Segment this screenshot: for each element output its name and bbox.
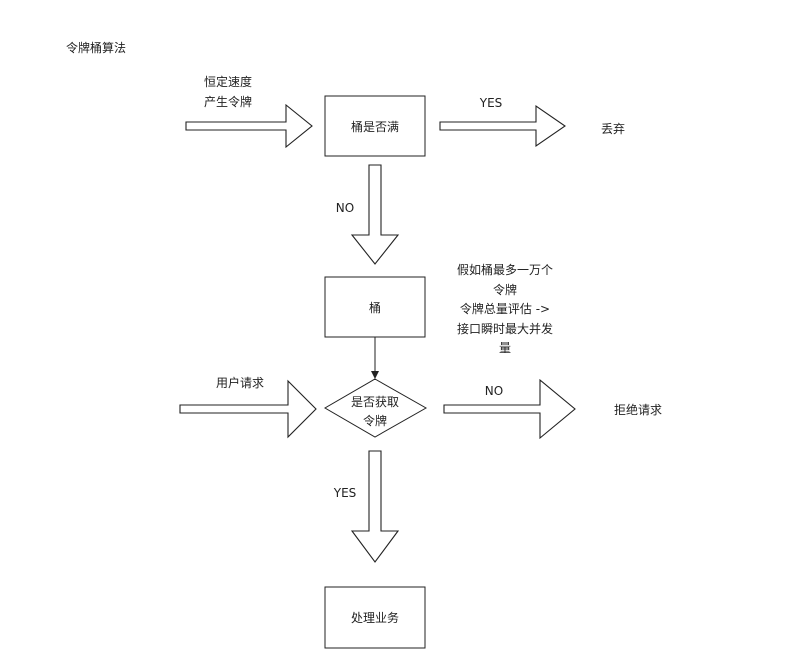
bucket-full-decision-label: 桶是否满 (351, 119, 399, 134)
user-request-label: 用户请求 (216, 375, 264, 390)
note-line-5: 量 (499, 341, 511, 355)
bucket-label: 桶 (369, 300, 381, 315)
discard-arrow (439, 104, 566, 148)
discard-outcome-label: 丢弃 (601, 121, 625, 136)
bucket-full-decision-box (324, 95, 426, 157)
full-yes-label: YES (479, 96, 503, 110)
diagram-title: 令牌桶算法 (66, 40, 126, 55)
token-no-label: NO (485, 384, 503, 398)
get-token-decision-diamond (324, 378, 428, 438)
reject-outcome-label: 拒绝请求 (614, 402, 662, 417)
process-label: 处理业务 (351, 610, 399, 625)
note-line-2: 令牌 (493, 282, 517, 297)
capacity-note: 假如桶最多一万个 令牌 令牌总量评估 -> 接口瞬时最大并发 量 (457, 262, 553, 355)
token-rate-label-line1: 恒定速度 (204, 74, 252, 89)
to-process-arrow (350, 450, 400, 563)
token-yes-label: YES (333, 486, 357, 500)
token-rate-label-line2: 产生令牌 (204, 94, 252, 109)
bucket-box (324, 276, 426, 338)
get-token-label-line2: 令牌 (363, 413, 387, 428)
note-line-4: 接口瞬时最大并发 (457, 321, 553, 336)
note-line-1: 假如桶最多一万个 (457, 262, 553, 277)
process-box (324, 586, 426, 649)
get-token-label-line1: 是否获取 (351, 395, 399, 409)
to-bucket-arrow (350, 164, 400, 265)
note-line-3: 令牌总量评估 -> (460, 301, 550, 316)
full-no-label: NO (336, 201, 354, 215)
token-input-arrow (185, 103, 313, 149)
reject-arrow (443, 378, 576, 440)
user-request-arrow (179, 379, 317, 439)
